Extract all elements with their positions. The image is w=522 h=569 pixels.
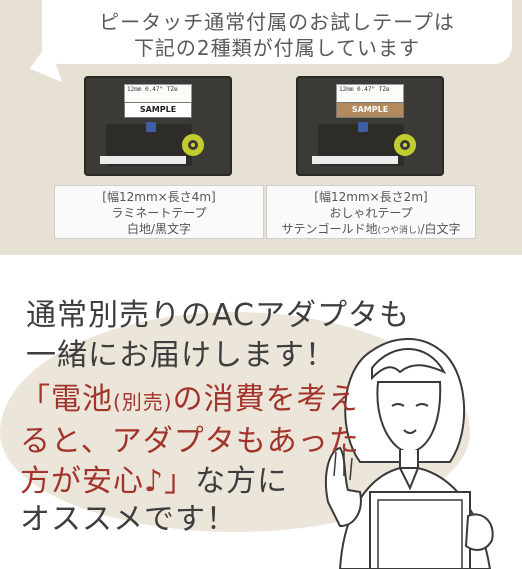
headline-line-1: ピータッチ通常付属のお試しテープは: [99, 10, 455, 34]
cassette-reel-icon: [394, 134, 416, 156]
cassette-tape-strip: [100, 156, 186, 164]
message-line-5-dark: な方に: [195, 464, 289, 499]
cassette-label-text: 12mm 0.47" TZe: [339, 86, 390, 93]
caption-color-b: /白文字: [420, 222, 461, 236]
sample-tape: SAMPLE: [336, 102, 404, 118]
cassette-label-text: 12mm 0.47" TZe: [127, 86, 178, 93]
cassette-knob: [146, 122, 156, 132]
sample-tape: SAMPLE: [124, 102, 192, 118]
message-line-5: 方が安心♪」な方に: [20, 456, 288, 500]
caption-type: ラミネートテープ: [111, 206, 207, 220]
message-line-3: 「電池(別売)の消費を考え: [20, 374, 359, 418]
message-line-3-b: の消費を考え: [172, 382, 359, 417]
message-line-6: オススメです！: [20, 502, 237, 537]
speech-bubble: [42, 0, 512, 64]
cassette-tape-strip: [312, 156, 398, 164]
tape-cassette-satin-gold: 12mm 0.47" TZe SAMPLE: [296, 76, 444, 176]
message-line-3-paren: (別売): [113, 390, 173, 414]
message-line-5-red: 方が安心♪」: [20, 464, 196, 499]
message-line-3-a: 「電池: [20, 382, 113, 417]
caption-color-note: (つや消し): [377, 226, 421, 236]
caption-type: おしゃれテープ: [329, 206, 413, 220]
message-line-1: 通常別売りのACアダプタも: [26, 298, 410, 333]
cassette-reel-icon: [182, 134, 204, 156]
caption-size: [幅12mm×長さ4m]: [102, 190, 216, 204]
caption-color: 白地/黒文字: [126, 222, 192, 236]
cassette-knob: [358, 122, 368, 132]
caption-color-a: サテンゴールド地: [281, 222, 378, 236]
caption-size: [幅12mm×長さ2m]: [314, 190, 428, 204]
caption-satin-gold: [幅12mm×長さ2m] おしゃれテープ サテンゴールド地(つや消し)/白文字: [266, 185, 476, 239]
message-line-2: 一緒にお届けします！: [26, 338, 336, 373]
tape-cassette-laminate: 12mm 0.47" TZe SAMPLE: [84, 76, 232, 176]
woman-illustration: [324, 337, 494, 569]
caption-laminate: [幅12mm×長さ4m] ラミネートテープ 白地/黒文字: [54, 185, 264, 239]
caption-color: サテンゴールド地(つや消し)/白文字: [267, 221, 475, 239]
headline-line-2: 下記の2種類が付属しています: [133, 36, 421, 60]
message-line-4: ると、アダプタもあった: [20, 424, 360, 459]
